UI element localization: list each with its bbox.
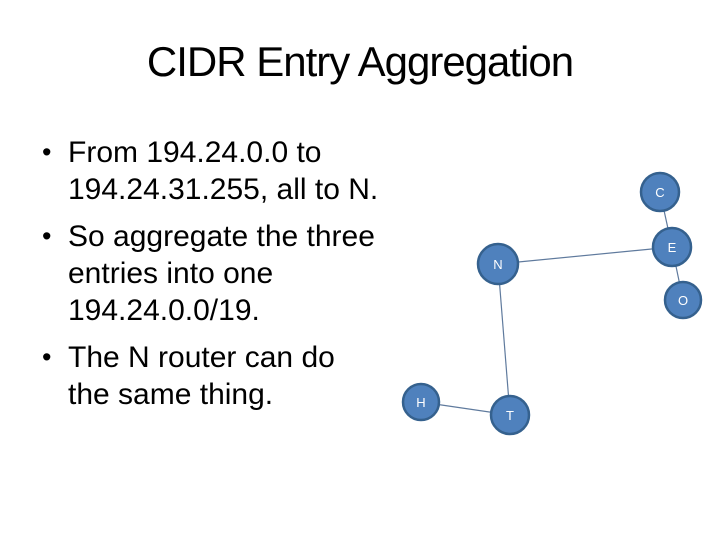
node-circle <box>489 394 531 436</box>
bullet-item: • From 194.24.0.0 to 194.24.31.255, all … <box>42 134 422 208</box>
router-node-o: O <box>663 280 703 320</box>
edge-n-e <box>497 246 673 265</box>
bullet-marker: • <box>42 342 52 372</box>
node-label: H <box>416 395 425 410</box>
router-node-h: H <box>401 382 441 422</box>
router-node-e: E <box>651 226 693 268</box>
bullet-list: • From 194.24.0.0 to 194.24.31.255, all … <box>42 134 422 423</box>
node-circle <box>651 226 693 268</box>
node-circle <box>663 280 703 320</box>
bullet-text: So aggregate the three entries into one … <box>68 220 375 327</box>
bullet-text: From 194.24.0.0 to 194.24.31.255, all to… <box>68 136 379 206</box>
bullet-item: • The N router can do the same thing. <box>42 339 422 413</box>
node-label: T <box>506 408 514 423</box>
node-label: C <box>655 185 664 200</box>
node-label: N <box>493 257 502 272</box>
router-node-c: C <box>639 171 681 213</box>
node-circle <box>401 382 441 422</box>
node-label: O <box>678 293 688 308</box>
node-circle <box>639 171 681 213</box>
bullet-item: • So aggregate the three entries into on… <box>42 218 422 329</box>
bullet-marker: • <box>42 221 52 251</box>
router-node-n: N <box>476 242 520 286</box>
edge-n-t <box>497 263 511 416</box>
bullet-text: The N router can do the same thing. <box>68 341 335 411</box>
router-node-t: T <box>489 394 531 436</box>
slide-title: CIDR Entry Aggregation <box>146 38 574 85</box>
bullet-marker: • <box>42 137 52 167</box>
node-circle <box>476 242 520 286</box>
node-label: E <box>668 240 677 255</box>
